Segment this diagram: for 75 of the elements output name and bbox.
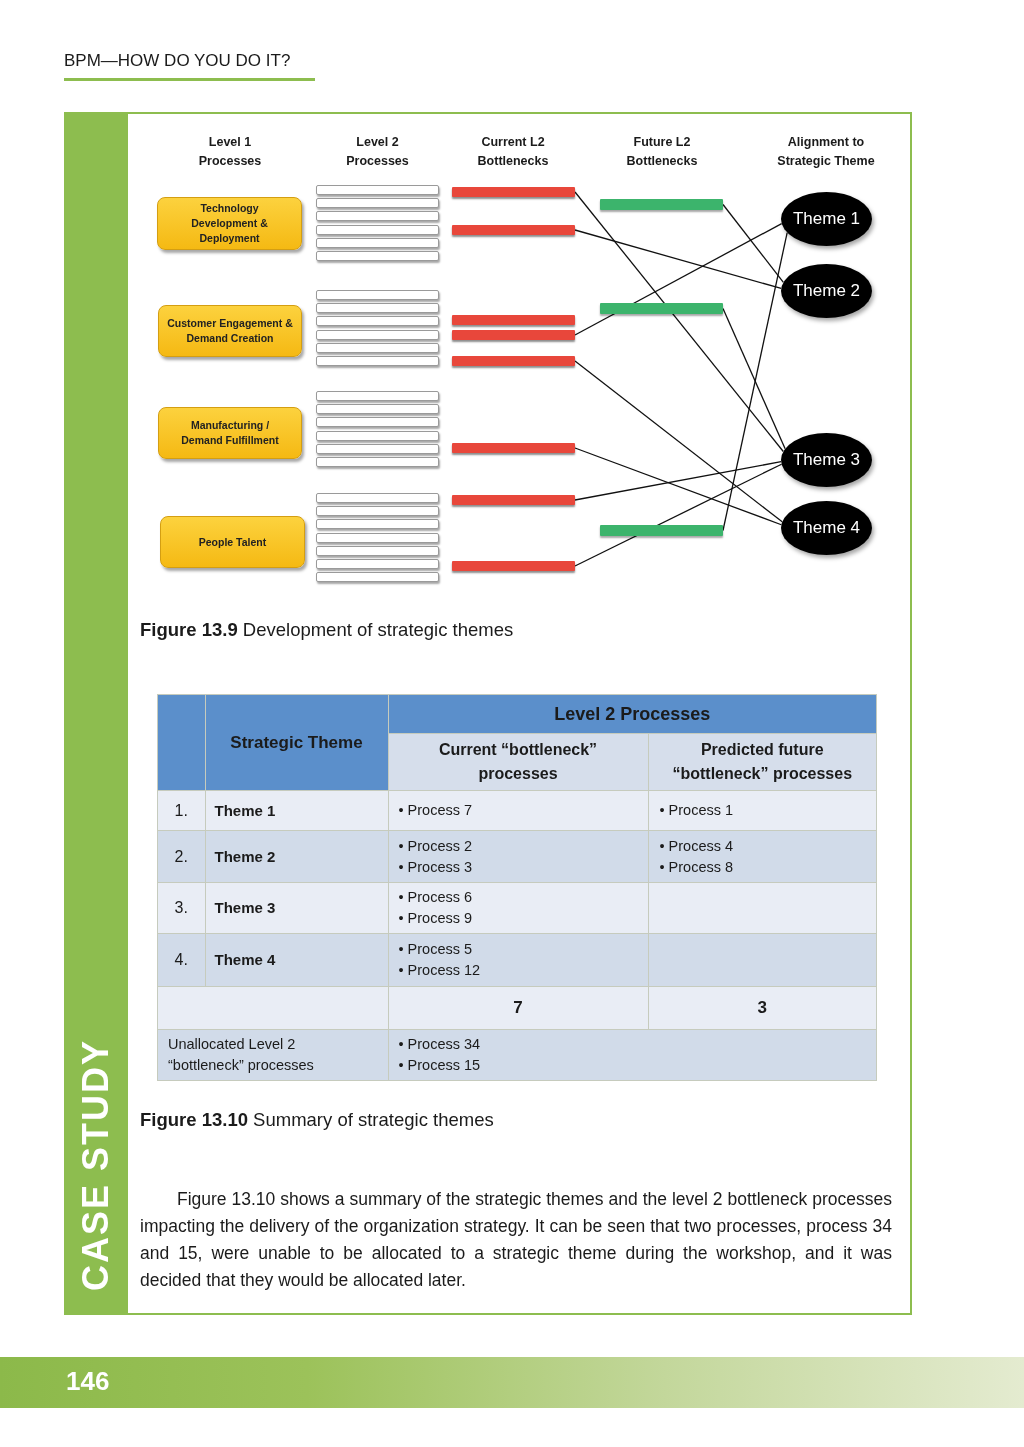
theme-ellipse [781,501,872,555]
row-number: 1. [174,800,188,821]
process-name: Technology Development & Deployment [190,201,269,246]
connector-line [574,461,782,501]
current-bottleneck-bar [452,356,575,366]
current-bottleneck-bar [452,561,575,571]
connector-line [574,447,782,526]
section-tab-label: CASE STUDY [74,1039,117,1291]
connector-line [722,203,785,283]
body-paragraph: Figure 13.10 shows a summary of the strategic themes and the level 2 bottleneck processes impacting the delivery of the organization strategy. It can be seen that two processes, process 34 and 15, were unable to be allocated to a strategic theme during the workshop, and it was decided that they would be allocated later. [140,1188,892,1292]
process-box [160,516,305,568]
column-header: Level 1 Processes [197,134,263,170]
list-item: • Process 8 [659,857,734,877]
current-bottleneck-bar [452,225,575,235]
column-header: Current L2 Bottlenecks [476,134,550,170]
theme-ellipse [781,433,872,487]
theme-ellipse [781,192,872,246]
process-name: People Talent [198,534,267,550]
row-header: Unallocated Level 2 “bottleneck” processes [168,1035,315,1075]
connector-line [574,222,783,336]
column-header: Level 2 Processes [345,134,410,170]
process-box [158,305,302,357]
connector-line [574,360,783,523]
theme-name: Theme 1 [792,209,861,229]
theme-name: Theme 1 [214,800,276,821]
list-item: • Process 12 [398,961,481,980]
theme-name: Theme 4 [214,950,276,970]
current-bottleneck-bar [452,330,575,340]
connector-line [574,463,783,567]
future-bottleneck-bar [600,199,723,210]
list-item: • Process 3 [398,857,473,877]
row-number: 2. [174,846,188,867]
list-item: • Process 6 [398,888,473,907]
list-item: • Process 2 [398,836,473,856]
figure-caption: Figure 13.10 Summary of strategic themes [140,1109,494,1131]
column-header: Future L2 Bottlenecks [625,134,699,170]
connector-line [574,229,782,290]
column-header: Level 2 Processes [554,702,711,725]
theme-name: Theme 3 [214,898,276,918]
process-box [157,197,302,250]
future-bottleneck-bar [600,303,723,314]
current-bottleneck-bar [452,187,575,197]
page-header: BPM—HOW DO YOU DO IT? [64,51,291,71]
list-item: • Process 15 [398,1056,481,1075]
theme-name: Theme 3 [792,450,861,470]
list-item: • Process 9 [398,909,473,928]
process-name: Manufacturing / Demand Fulfillment [180,418,280,448]
row-number: 3. [174,898,188,918]
connector-line [722,231,788,532]
list-item: • Process 7 [398,801,473,820]
theme-name: Theme 4 [792,518,861,538]
list-item: • Process 4 [659,836,734,856]
list-item: • Process 1 [659,801,734,820]
current-bottleneck-bar [452,443,575,453]
page-number: 146 [66,1366,110,1396]
list-item: • Process 34 [398,1035,481,1054]
column-header: Current “bottleneck” processes [437,740,599,784]
process-name: Customer Engagement & Demand Creation [167,316,293,346]
row-number: 4. [174,950,188,970]
total-count: 7 [513,997,523,1018]
current-bottleneck-bar [452,495,575,505]
list-item: • Process 5 [398,940,473,959]
current-bottleneck-bar [452,315,575,325]
figure-caption: Figure 13.9 Development of strategic themes [140,619,514,641]
column-header: Strategic Theme [230,731,363,754]
column-header: Predicted future “bottleneck” processes [671,740,854,784]
process-box [158,407,302,459]
column-header: Alignment to Strategic Theme [776,134,876,170]
future-bottleneck-bar [600,525,723,536]
theme-ellipse [781,264,872,318]
theme-name: Theme 2 [214,846,276,867]
theme-name: Theme 2 [792,281,861,301]
connector-line [574,191,784,453]
connector-line [722,307,786,450]
total-count: 3 [757,997,767,1018]
